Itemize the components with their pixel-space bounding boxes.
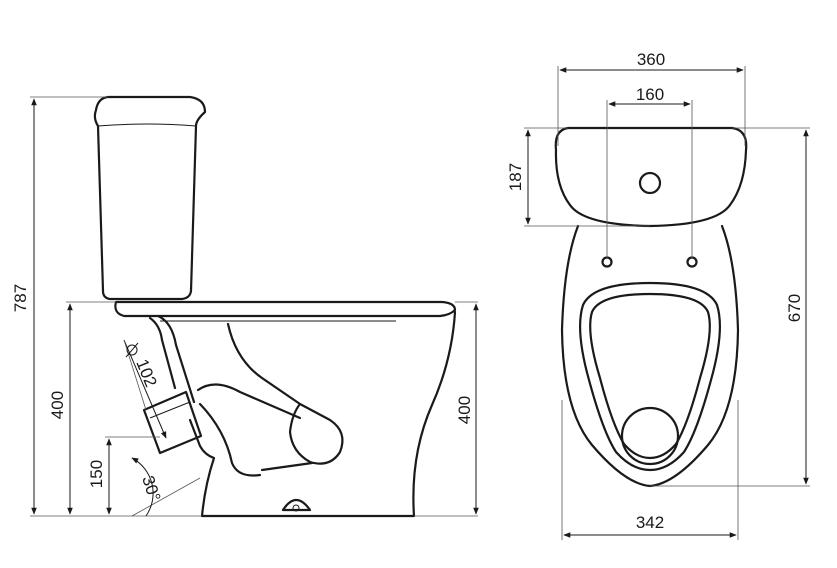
- dim-bowl-width: 342: [636, 513, 664, 532]
- bowl-inner: [589, 292, 711, 460]
- dim-total-length: 670: [785, 294, 804, 322]
- trap-tube-lower: [260, 461, 314, 472]
- bowl-outer: [560, 224, 740, 488]
- dim-pan-height-right: 400: [455, 396, 474, 424]
- diameter-symbol: [126, 344, 138, 356]
- outlet-pipe-front: [156, 314, 196, 404]
- pan-body: [188, 310, 457, 518]
- trap-inner: [198, 402, 262, 477]
- trap-tube: [288, 402, 344, 465]
- dim-hole-spacing: 160: [636, 85, 664, 104]
- trap-outer: [196, 383, 302, 420]
- dim-outlet-height: 150: [87, 460, 106, 488]
- cistern-lid-line: [97, 123, 197, 127]
- seat-fixing-hole-right: [686, 256, 698, 268]
- dim-tank-depth: 187: [506, 163, 525, 191]
- floor-fixing: [281, 498, 312, 512]
- bowl-rim: [579, 281, 721, 472]
- tank-outline: [554, 126, 748, 228]
- outlet-pipe-back: [148, 316, 177, 390]
- side-view: 787 400 150 400 102 30°: [11, 95, 479, 518]
- outlet-spigot: [142, 390, 203, 455]
- seat-fixing-hole-left: [601, 256, 613, 268]
- floor-bolt-hole: [292, 504, 300, 512]
- seat-plate: [114, 300, 457, 318]
- dim-outlet-angle: 30°: [138, 473, 164, 503]
- dim-pan-height-left: 400: [48, 391, 67, 419]
- bowl-outlet: [620, 406, 680, 466]
- flush-button: [638, 171, 662, 195]
- dim-total-height: 787: [11, 284, 30, 312]
- dim-arc-outlet-angle: [131, 457, 154, 517]
- dim-tank-width: 360: [637, 50, 665, 69]
- top-view: 360 160 187 670 342: [506, 50, 810, 540]
- cistern-outline: [93, 95, 207, 301]
- dim-outlet-diameter: 102: [132, 356, 160, 389]
- bowl-curve: [226, 322, 302, 406]
- dim-line-outlet-diameter: [123, 339, 167, 439]
